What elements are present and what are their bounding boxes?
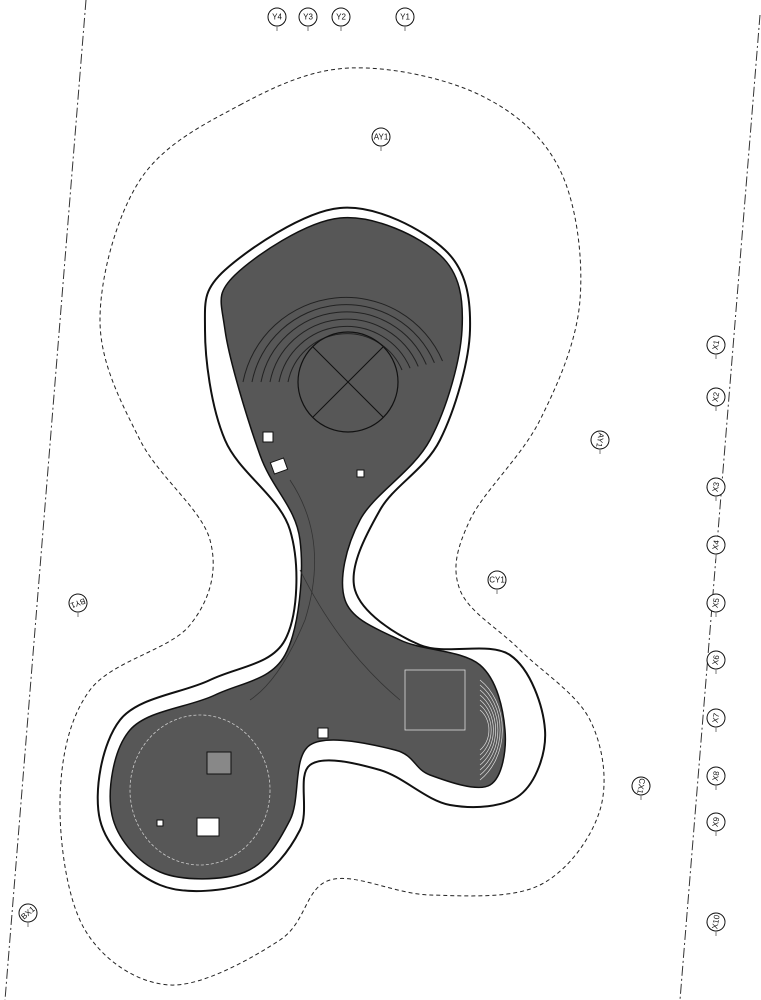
zone-tag-cx1: CX1 [631, 776, 651, 796]
svg-text:Y3: Y3 [303, 13, 313, 22]
grid-tag-y1: Y1 [395, 7, 415, 27]
amphitheater-step [242, 296, 443, 383]
amphitheater-step [278, 325, 411, 383]
grid-tag-x2: X2 [706, 387, 726, 407]
grid-tag-x9: X9 [706, 812, 726, 832]
circulation-line [299, 569, 401, 701]
interior-details [129, 296, 503, 866]
svg-text:X4: X4 [711, 539, 722, 551]
amphitheater-step [287, 333, 403, 383]
svg-text:Y4: Y4 [272, 13, 282, 22]
building-floor [109, 216, 507, 880]
svg-text:AY1: AY1 [594, 432, 605, 448]
grid-tag-x4: X4 [706, 535, 726, 555]
site-boundary-dashed [59, 67, 605, 986]
column [269, 457, 289, 475]
grid-tag-x7: X7 [706, 708, 726, 728]
ramp-line [479, 689, 499, 771]
stair-block [404, 669, 466, 731]
svg-text:AY1: AY1 [374, 133, 389, 142]
svg-text:Y2: Y2 [336, 13, 346, 22]
svg-text:X6: X6 [711, 654, 722, 666]
amphitheater-step [251, 304, 435, 383]
ramp-line [479, 679, 503, 781]
left-lobe-room [206, 751, 232, 775]
property-line-left [4, 0, 87, 1000]
ramp-line [479, 704, 492, 756]
svg-text:X8: X8 [711, 770, 722, 782]
grid-tag-x1: X1 [706, 335, 726, 355]
column [356, 469, 365, 478]
ramp-line [479, 709, 490, 751]
svg-text:X2: X2 [711, 391, 722, 403]
ramp-line [479, 684, 501, 776]
left-lobe-curve [129, 714, 271, 866]
zone-tag-ay1-right: AY1 [590, 430, 610, 450]
column [262, 431, 274, 443]
grid-tag-x5: X5 [706, 593, 726, 613]
circulation-line [249, 479, 316, 701]
column [156, 819, 164, 827]
stage-circle [297, 331, 399, 433]
grid-tag-x3: X3 [706, 477, 726, 497]
svg-text:X7: X7 [711, 712, 722, 724]
svg-text:CY1: CY1 [489, 576, 505, 585]
stage-cross [312, 346, 384, 418]
svg-text:X1: X1 [711, 339, 722, 351]
grid-tag-x8: X8 [706, 766, 726, 786]
zone-tag-bx1: BX1 [18, 903, 38, 923]
ramp-line [479, 699, 494, 761]
svg-text:X10: X10 [710, 914, 721, 930]
left-lobe-room [196, 817, 220, 837]
grid-tag-y4: Y4 [267, 7, 287, 27]
amphitheater-step [260, 311, 427, 383]
ramp-line [479, 694, 497, 766]
grid-tag-y3: Y3 [298, 7, 318, 27]
grid-tag-x6: X6 [706, 650, 726, 670]
svg-text:X5: X5 [711, 597, 722, 609]
zone-tag-cy1: CY1 [487, 570, 507, 590]
svg-text:X9: X9 [711, 816, 722, 828]
property-line-right [679, 14, 761, 1000]
grid-tag-x10: X10 [706, 912, 726, 932]
zone-tag-ay1: AY1 [371, 127, 391, 147]
amphitheater-step [269, 318, 419, 383]
svg-text:Y1: Y1 [400, 13, 410, 22]
grid-tag-y2: Y2 [331, 7, 351, 27]
column [317, 727, 329, 739]
zone-tag-by1: BY1 [68, 593, 88, 613]
svg-text:X3: X3 [711, 481, 722, 493]
svg-text:CX1: CX1 [635, 778, 647, 795]
